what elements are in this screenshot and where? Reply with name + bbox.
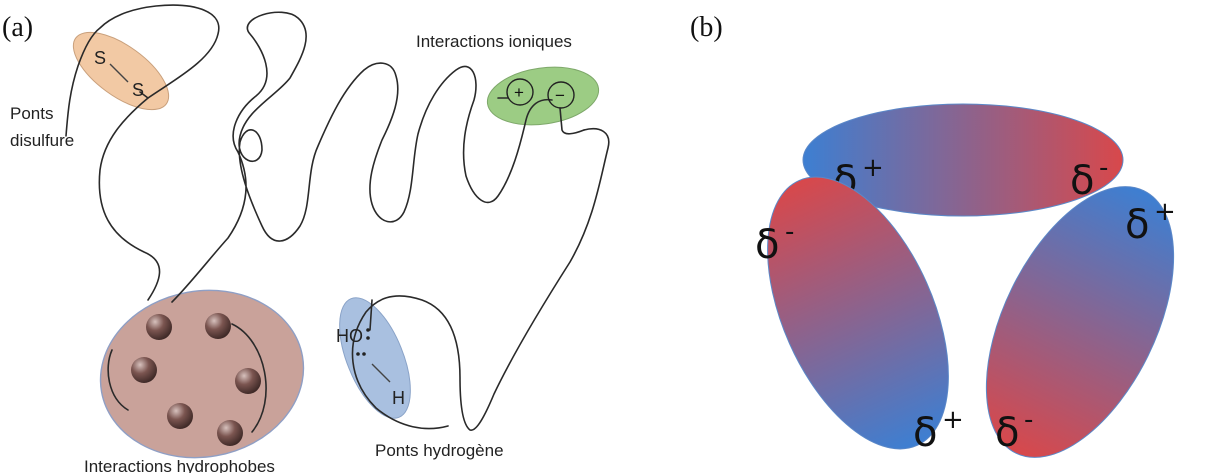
disulfide-atom-s2: S [132, 80, 144, 100]
dipole-left [767, 176, 949, 450]
ionic-ellipse [486, 66, 600, 126]
panel-b-label: (b) [690, 12, 723, 43]
hydrogen-donor-atom: HO [336, 326, 363, 346]
plus-charge-sign: + [514, 83, 524, 102]
ionic-label: Interactions ioniques [416, 32, 572, 51]
polypeptide-chain [65, 4, 610, 431]
hydrogen-stub [369, 299, 373, 331]
disulfide-atom-s1: S [94, 48, 106, 68]
minus-charge-sign: − [555, 86, 565, 105]
lone-pair-dot [362, 352, 366, 356]
hydrophobic-ball [131, 357, 157, 383]
dipole-top [802, 103, 1124, 217]
hydrophobic-ball [146, 314, 172, 340]
dipole-left-bottom-symbol: δ [913, 410, 937, 456]
dipole-top-left-charge: + [862, 153, 884, 183]
hydrogen-label: Ponts hydrogène [375, 441, 504, 460]
dipole-right [985, 186, 1175, 458]
disulfide-label-line2: disulfure [10, 131, 74, 150]
hydrophobic-ball [167, 403, 193, 429]
disulfide-stub [139, 91, 149, 99]
hydrophobic-ball [217, 420, 243, 446]
dipole-right-top-symbol: δ [1125, 202, 1149, 248]
panel-a-label: (a) [2, 12, 33, 43]
hydrophobic-ball [205, 313, 231, 339]
dipole-left-top-symbol: δ [755, 222, 779, 268]
lone-pair-dot [366, 328, 370, 332]
lone-pair-dot [366, 336, 370, 340]
hydrogen-acceptor-atom: H [392, 388, 405, 408]
hydrophobic-balls [131, 313, 261, 446]
hydrophobic-inner-line [107, 323, 267, 433]
plus-charge-circle [506, 78, 534, 106]
hydrophobic-ball [235, 368, 261, 394]
lone-pair-dot [356, 352, 360, 356]
dipole-right-top-charge: + [1154, 197, 1176, 227]
dipole-top-right-charge: - [1099, 153, 1108, 183]
dipole-right-bottom-symbol: δ [995, 410, 1019, 456]
dipole-left-top-charge: - [785, 217, 794, 247]
disulfide-ellipse [72, 31, 170, 111]
hydrogen-bond-line [371, 363, 391, 383]
hydrophobic-ellipse [99, 289, 305, 459]
hydrophobic-label: Interactions hydrophobes [84, 457, 275, 473]
disulfide-bond [109, 63, 129, 83]
dipole-left-bottom-charge: + [942, 405, 964, 435]
ionic-stub-2 [559, 107, 585, 135]
disulfide-label-line1: Ponts [10, 104, 53, 123]
minus-charge-circle [547, 81, 575, 109]
dipole-right-bottom-charge: - [1024, 405, 1033, 435]
